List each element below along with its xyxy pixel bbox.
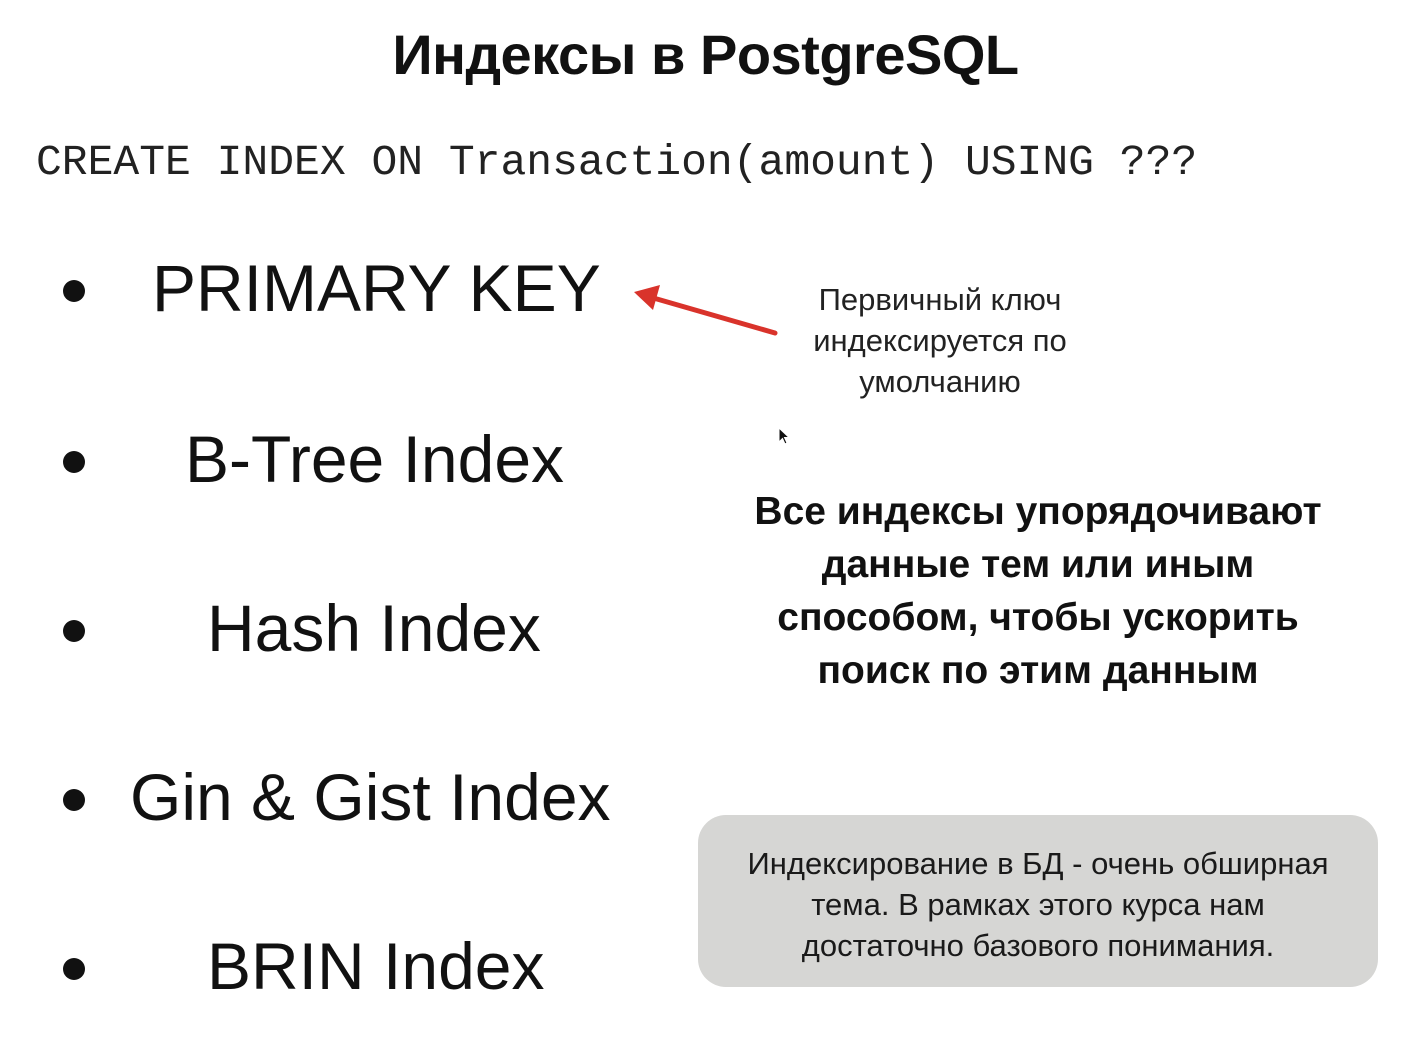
- course-scope-callout: Индексирование в БД - очень обширная тем…: [698, 815, 1378, 987]
- bullet-dot-icon: [63, 451, 85, 473]
- sql-code-line: CREATE INDEX ON Transaction(amount) USIN…: [36, 138, 1198, 187]
- bullet-dot-icon: [63, 620, 85, 642]
- callout-line: достаточно базового понимания.: [801, 928, 1275, 963]
- bullet-label: Gin & Gist Index: [130, 760, 611, 834]
- bullet-dot-icon: [63, 280, 85, 302]
- statement-line: Все индексы упорядочивают: [754, 490, 1322, 533]
- mouse-cursor-icon: [778, 427, 791, 445]
- bullet-label: BRIN Index: [207, 929, 545, 1003]
- statement-line: данные тем или иным: [821, 543, 1255, 586]
- bullet-item-hash: Hash Index: [0, 588, 680, 668]
- callout-line: тема. В рамках этого курса нам: [811, 887, 1265, 922]
- bullet-dot-icon: [63, 789, 85, 811]
- bullet-label: Hash Index: [207, 591, 541, 665]
- indexes-statement: Все индексы упорядочивают данные тем или…: [700, 485, 1376, 697]
- arrow-left-icon: [634, 285, 778, 336]
- bullet-label: B-Tree Index: [185, 422, 565, 496]
- bullet-item-btree: B-Tree Index: [0, 419, 680, 499]
- bullet-item-gin-gist: Gin & Gist Index: [0, 757, 680, 837]
- bullet-label: PRIMARY KEY: [152, 251, 601, 325]
- bullet-item-brin: BRIN Index: [0, 926, 680, 1006]
- bullet-dot-icon: [63, 958, 85, 980]
- callout-line: Индексирование в БД - очень обширная: [747, 846, 1329, 881]
- annotation-line: Первичный ключ: [818, 282, 1062, 317]
- statement-line: способом, чтобы ускорить: [777, 596, 1299, 639]
- bullet-item-primary-key: PRIMARY KEY: [0, 248, 680, 328]
- statement-line: поиск по этим данным: [817, 649, 1259, 692]
- primary-key-annotation: Первичный ключ индексируется по умолчани…: [770, 279, 1110, 402]
- arrow-head: [634, 285, 660, 310]
- arrow-shaft: [647, 294, 778, 336]
- annotation-line: умолчанию: [859, 364, 1021, 399]
- annotation-line: индексируется по: [813, 323, 1067, 358]
- slide-title: Индексы в PostgreSQL: [392, 23, 1019, 86]
